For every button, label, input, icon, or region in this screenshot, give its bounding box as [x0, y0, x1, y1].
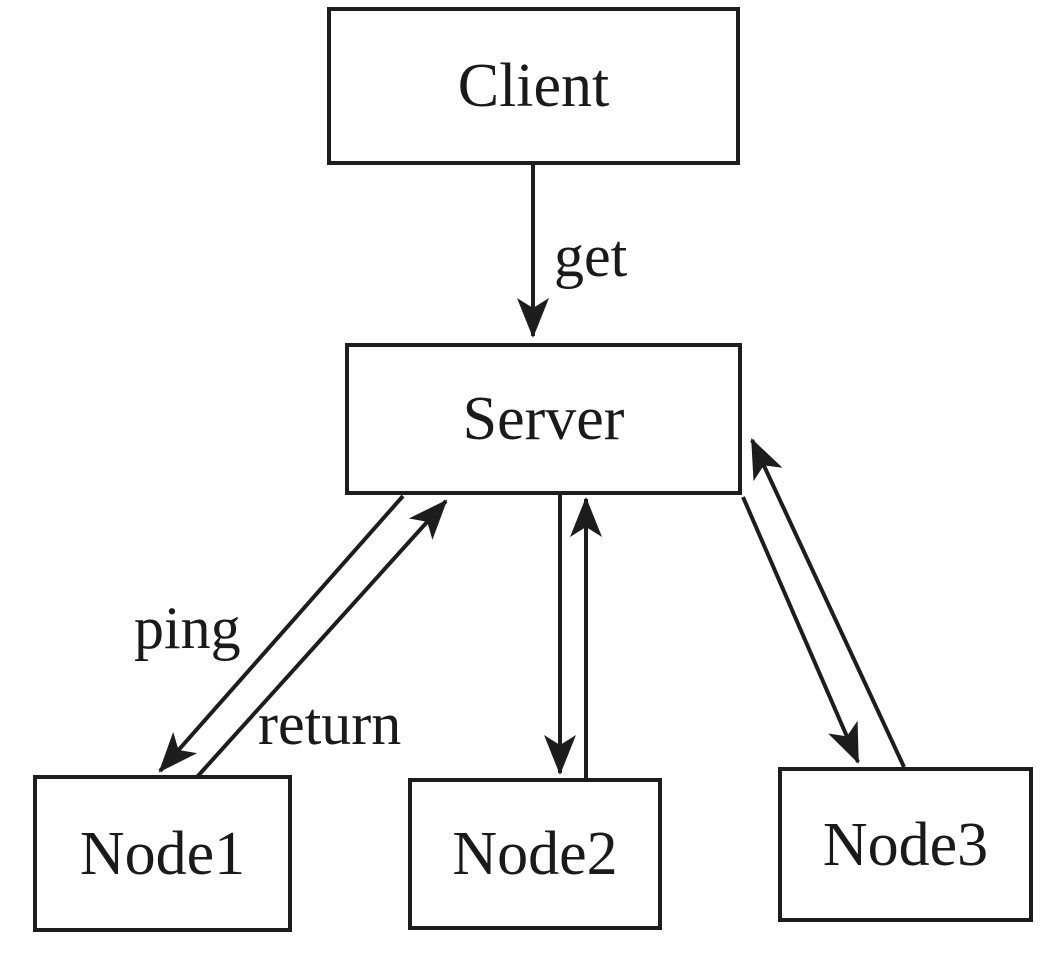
return-edge-label: return — [258, 691, 402, 757]
node1-label: Node1 — [79, 819, 246, 888]
node3-box: Node3 — [778, 767, 1033, 922]
node2-box: Node2 — [408, 778, 662, 930]
server-to-node3-arrow — [741, 496, 860, 764]
server-box: Server — [345, 343, 742, 495]
client-label: Client — [457, 52, 610, 120]
client-box: Client — [327, 7, 740, 165]
node1-box: Node1 — [33, 775, 292, 932]
return-arrow — [195, 499, 448, 779]
ping-edge-label: ping — [134, 595, 241, 661]
server-label: Server — [462, 385, 625, 453]
node3-to-server-arrow — [750, 438, 906, 768]
ping-arrow — [158, 494, 405, 773]
node3-label: Node3 — [822, 810, 989, 879]
get-edge-label: get — [554, 223, 628, 289]
node2-label: Node2 — [452, 820, 618, 888]
